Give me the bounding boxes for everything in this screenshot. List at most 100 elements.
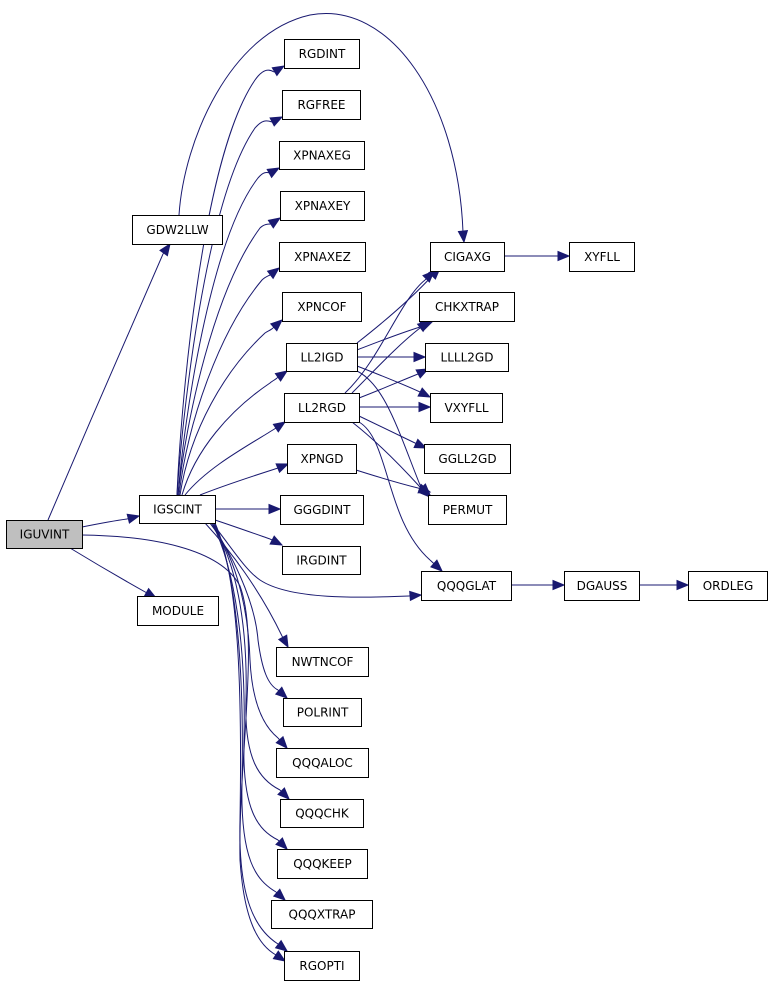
node-label: XPNCOF: [297, 300, 346, 314]
node-label: QQQCHK: [295, 807, 350, 821]
arrowhead-icon: [275, 463, 290, 474]
node-rgopti[interactable]: RGOPTI: [284, 951, 360, 981]
node-cigaxg[interactable]: CIGAXG: [430, 242, 505, 272]
node-permut[interactable]: PERMUT: [428, 495, 507, 525]
arrowhead-icon: [269, 535, 284, 546]
node-box: [282, 292, 362, 322]
edge-line: [179, 327, 274, 496]
node-box: [430, 242, 505, 272]
arrowhead-icon: [457, 230, 469, 244]
edge-line: [177, 223, 272, 496]
edge-ll2rgd-to-vxyfll: [358, 401, 432, 413]
node-box: [280, 191, 365, 221]
node-box: [280, 799, 364, 828]
arrowhead-icon: [275, 837, 288, 850]
node-box: [284, 951, 360, 981]
node-label: IRGDINT: [296, 554, 347, 568]
node-box: [428, 495, 507, 525]
node-label: LL2RGD: [298, 401, 346, 415]
node-xpnaxey[interactable]: XPNAXEY: [280, 191, 365, 221]
node-box: [569, 242, 635, 272]
arrowhead-icon: [417, 387, 432, 398]
node-ll2rgd[interactable]: LL2RGD: [284, 393, 360, 423]
node-rgdint[interactable]: RGDINT: [284, 39, 360, 69]
edge-ll2rgd-to-ggll2gd: [358, 415, 428, 449]
node-irgdint[interactable]: IRGDINT: [282, 546, 361, 575]
node-qqqaloc[interactable]: QQQALOC: [276, 748, 369, 778]
node-label: XPNAXEG: [293, 149, 351, 163]
edge-igscint-to-xpnaxez: [178, 267, 281, 496]
edge-line: [81, 518, 128, 528]
node-ggll2gd[interactable]: GGLL2GD: [424, 444, 511, 474]
node-box: [430, 393, 503, 423]
edge-iguvint-to-module: [69, 547, 158, 599]
edge-igscint-to-xpnaxeg: [177, 167, 281, 496]
node-dgauss[interactable]: DGAUSS: [564, 571, 640, 601]
node-gggdint[interactable]: GGGDINT: [280, 495, 364, 525]
edge-igscint-to-gggdint: [214, 503, 282, 515]
node-igscint[interactable]: IGSCINT: [139, 495, 216, 524]
edge-iguvint-to-gdw2llw: [47, 242, 171, 521]
edge-line-end: [429, 559, 435, 564]
node-box: [284, 39, 360, 69]
arrowhead-icon: [159, 242, 171, 257]
node-ll2igd[interactable]: LL2IGD: [286, 343, 358, 372]
node-label: POLRINT: [297, 706, 349, 720]
edge-line: [351, 327, 421, 394]
node-llll2gd[interactable]: LLLL2GD: [425, 343, 509, 372]
arrowhead-icon: [430, 559, 443, 572]
node-label: QQQGLAT: [437, 579, 497, 593]
arrowhead-icon: [413, 438, 428, 449]
edge-line: [214, 522, 279, 945]
node-gdw2llw[interactable]: GDW2LLW: [132, 215, 223, 245]
edge-line: [69, 547, 148, 594]
node-box: [282, 90, 361, 120]
node-qqqkeep[interactable]: QQQKEEP: [277, 849, 368, 879]
node-box: [271, 900, 373, 929]
node-xyfll[interactable]: XYFLL: [569, 242, 635, 272]
edge-ll2rgd-to-chkxtrap: [351, 320, 431, 394]
node-polrint[interactable]: POLRINT: [283, 698, 362, 727]
node-label: QQQKEEP: [293, 857, 352, 871]
node-label: XPNGD: [301, 452, 344, 466]
node-xpnaxez[interactable]: XPNAXEZ: [279, 242, 366, 272]
edge-igscint-to-rgfree: [176, 116, 284, 496]
node-box: [139, 495, 216, 524]
node-module[interactable]: MODULE: [137, 596, 219, 626]
node-label: QQQALOC: [292, 756, 353, 770]
node-ordleg[interactable]: ORDLEG: [688, 571, 768, 601]
edge-ll2rgd-to-llll2gd: [358, 368, 430, 399]
edge-ll2rgd-to-cigaxg: [344, 270, 435, 394]
node-label: XYFLL: [584, 250, 620, 264]
arrowhead-icon: [126, 513, 141, 524]
node-box: [283, 698, 362, 727]
node-label: RGOPTI: [299, 959, 344, 973]
node-label: GGLL2GD: [438, 452, 496, 466]
node-label: QQQXTRAP: [289, 908, 356, 922]
node-qqqchk[interactable]: QQQCHK: [280, 799, 364, 828]
node-box: [286, 343, 358, 372]
edge-igscint-to-xpnaxey: [177, 217, 282, 496]
node-xpngd[interactable]: XPNGD: [287, 444, 357, 474]
node-xpnaxeg[interactable]: XPNAXEG: [279, 141, 365, 170]
node-xpncof[interactable]: XPNCOF: [282, 292, 362, 322]
edge-line: [178, 13, 464, 233]
node-vxyfll[interactable]: VXYFLL: [430, 393, 503, 423]
node-label: VXYFLL: [444, 401, 488, 415]
arrowhead-icon: [271, 65, 286, 77]
arrowhead-icon: [267, 217, 282, 229]
edge-igscint-to-xpncof: [179, 319, 283, 496]
node-box: [276, 647, 369, 677]
node-box: [137, 596, 219, 626]
node-label: DGAUSS: [577, 579, 628, 593]
arrowhead-icon: [275, 735, 288, 749]
node-qqqglat[interactable]: QQQGLAT: [421, 571, 512, 601]
node-qqqxtrap[interactable]: QQQXTRAP: [271, 900, 373, 929]
node-nwtncof[interactable]: NWTNCOF: [276, 647, 369, 677]
node-label: IGUVINT: [20, 528, 70, 542]
arrowhead-icon: [266, 267, 281, 280]
node-rgfree[interactable]: RGFREE: [282, 90, 361, 120]
node-chkxtrap[interactable]: CHKXTRAP: [419, 292, 515, 322]
node-label: CHKXTRAP: [435, 300, 499, 314]
